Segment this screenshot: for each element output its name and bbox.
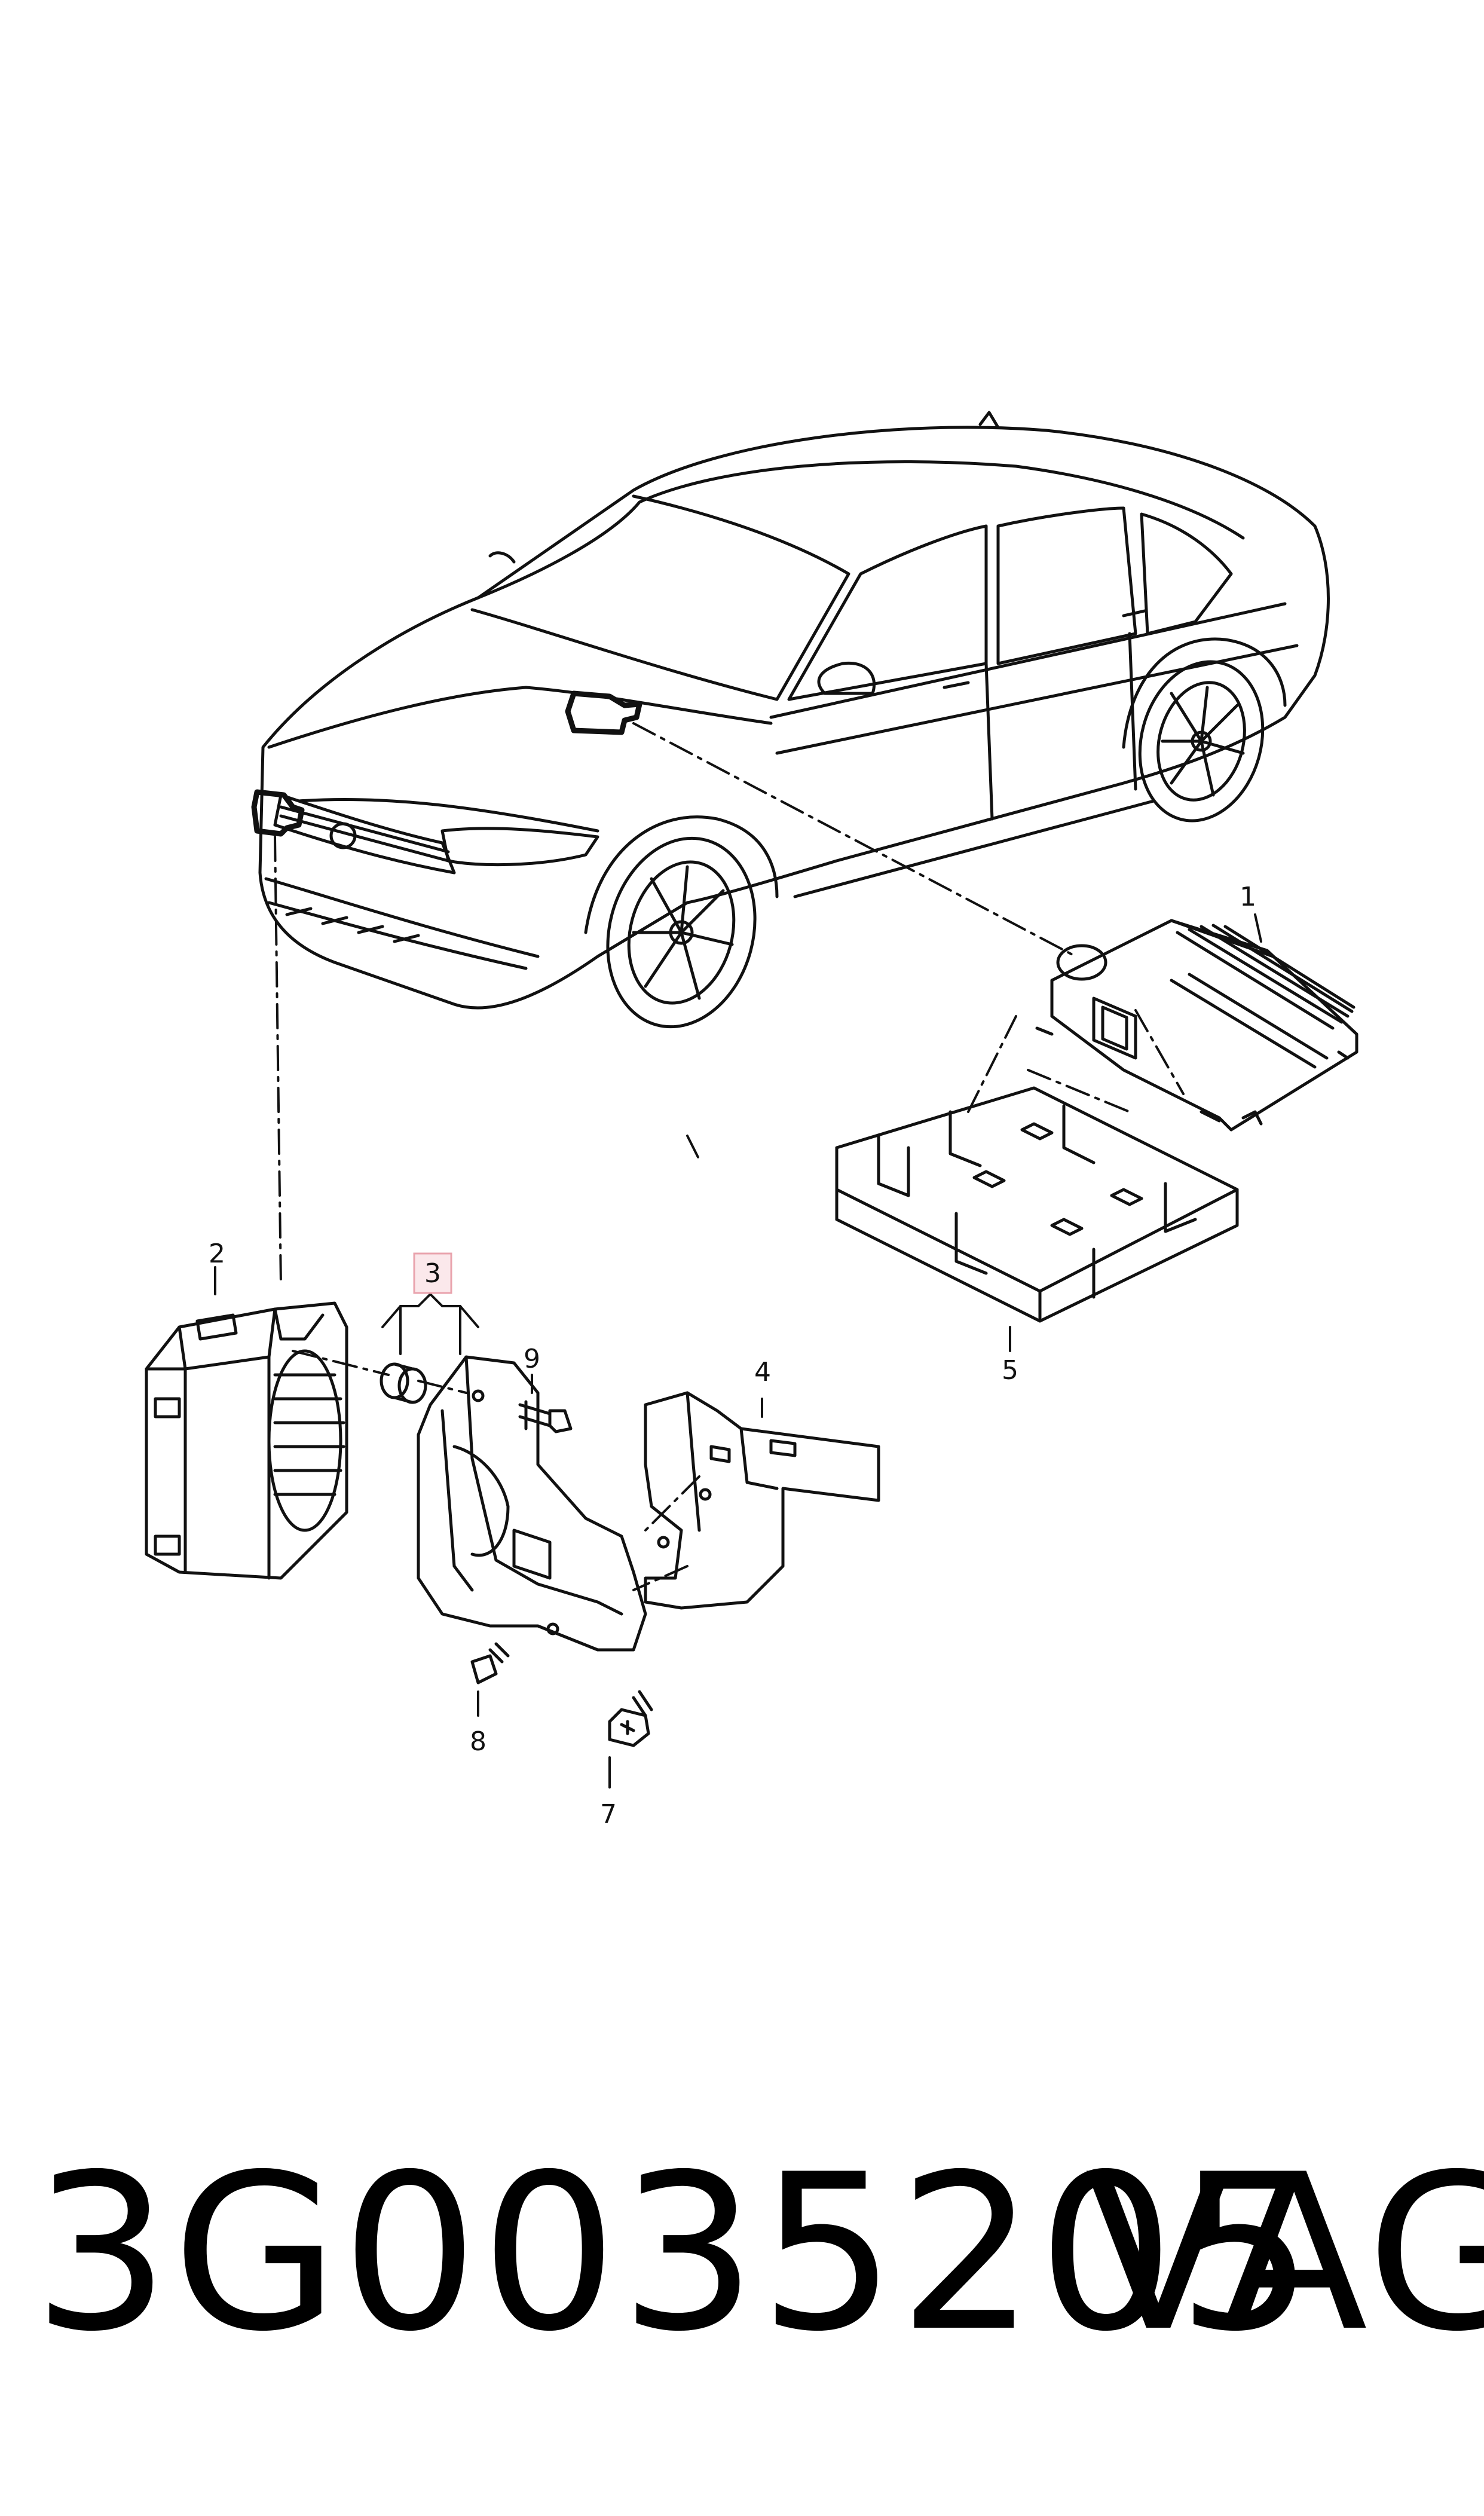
screw-9 [518, 1400, 573, 1433]
part-grommet [380, 1362, 427, 1404]
part-1-control-unit [1035, 919, 1358, 1132]
callout-9: 9 [524, 1344, 540, 1374]
part-4-bracket [644, 1391, 880, 1610]
part-5-tray [835, 1086, 1239, 1323]
callout-1: 1 [1240, 882, 1256, 912]
callout-3-highlight [413, 1252, 452, 1294]
callout-7: 7 [600, 1799, 617, 1830]
callout-leaders [214, 913, 1262, 1789]
screw-7 [608, 1690, 653, 1747]
callout-5: 5 [1002, 1355, 1018, 1386]
callout-4: 4 [754, 1357, 771, 1387]
part-number: 3G0035205 [33, 2128, 1317, 2379]
callout-8: 8 [470, 1726, 486, 1757]
location-marker-dashboard [565, 690, 642, 735]
brand-label: VAG [1085, 2128, 1484, 2379]
location-marker-front [251, 789, 305, 837]
screw-8 [470, 1642, 510, 1685]
part-2-speaker [145, 1301, 348, 1580]
callout-3: 3 [424, 1258, 441, 1289]
part-3-bracket [417, 1355, 647, 1652]
callout-2: 2 [209, 1239, 225, 1269]
car-illustration [258, 411, 1330, 1029]
